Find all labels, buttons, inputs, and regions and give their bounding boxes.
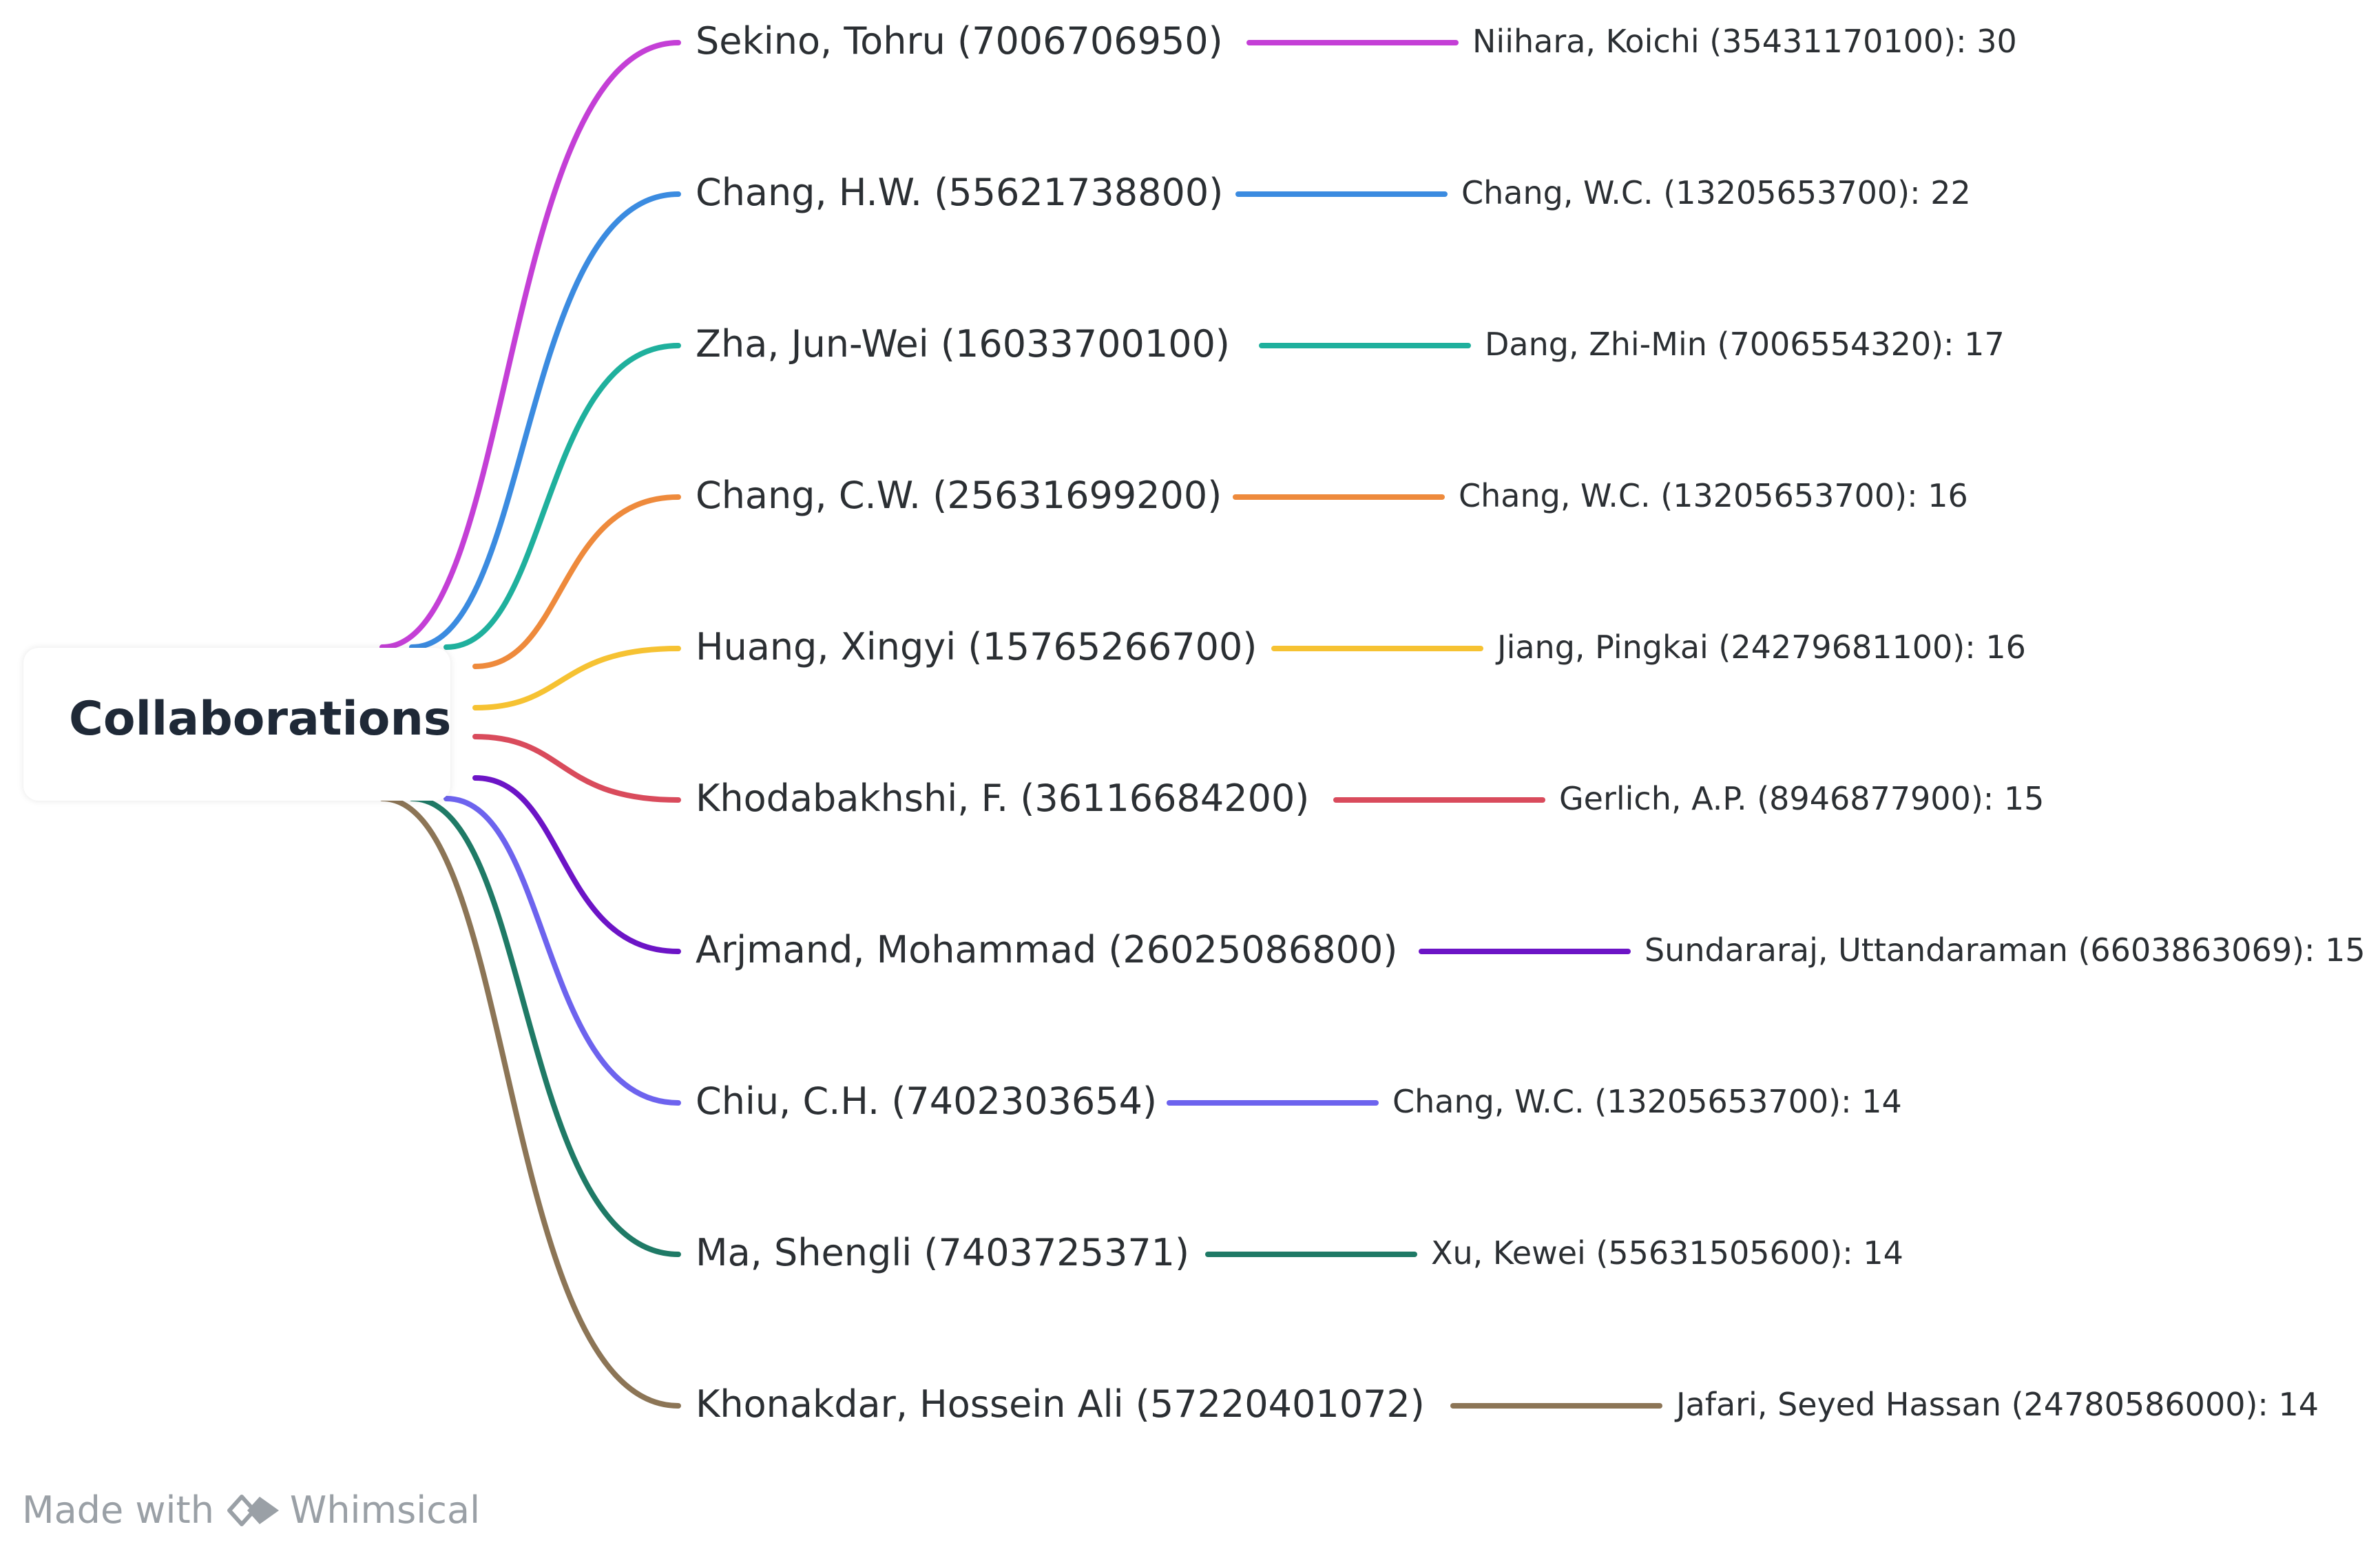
author-node-chiu-c-h[interactable]: Chiu, C.H. (7402303654)	[696, 1079, 1158, 1123]
author-node-khodabakhshi-f[interactable]: Khodabakhshi, F. (36116684200)	[696, 777, 1310, 820]
root-node[interactable]	[23, 648, 450, 801]
connector-curve-khodabakhshi-f	[472, 734, 681, 803]
author-node-chang-c-w[interactable]: Chang, C.W. (25631699200)	[696, 474, 1222, 517]
author-node-huang-xingyi[interactable]: Huang, Xingyi (15765266700)	[696, 625, 1257, 668]
collaborator-node-huang-xingyi[interactable]: Jiang, Pingkai (24279681100): 16	[1497, 629, 2026, 666]
footer-brand: Whimsical	[289, 1488, 481, 1532]
connector-curve-khonakdar-hossein-ali	[379, 796, 681, 1409]
collaborator-node-sekino-tohru[interactable]: Niihara, Koichi (35431170100): 30	[1472, 23, 2017, 60]
collaborator-node-khonakdar-hossein-ali[interactable]: Jafari, Seyed Hassan (24780586000): 14	[1676, 1386, 2319, 1423]
connector-curve-chiu-c-h	[443, 796, 681, 1106]
author-node-chang-h-w[interactable]: Chang, H.W. (55621738800)	[696, 171, 1224, 214]
connector-curve-zha-jun-wei	[443, 343, 681, 650]
connector-curve-chang-c-w	[472, 494, 681, 669]
connector-curve-chang-h-w	[409, 191, 681, 650]
collaborator-node-chang-c-w[interactable]: Chang, W.C. (13205653700): 16	[1459, 477, 1968, 514]
author-node-sekino-tohru[interactable]: Sekino, Tohru (7006706950)	[696, 19, 1223, 63]
collaborator-node-ma-shengli[interactable]: Xu, Kewei (55631505600): 14	[1431, 1234, 1903, 1272]
author-node-khonakdar-hossein-ali[interactable]: Khonakdar, Hossein Ali (57220401072)	[696, 1382, 1425, 1426]
collaborator-node-chang-h-w[interactable]: Chang, W.C. (13205653700): 22	[1461, 174, 1971, 211]
connector-curve-huang-xingyi	[472, 646, 681, 710]
connector-curve-sekino-tohru	[379, 40, 681, 650]
collaborator-node-zha-jun-wei[interactable]: Dang, Zhi-Min (7006554320): 17	[1485, 326, 2005, 363]
footer-watermark: Made with Whimsical	[22, 1488, 480, 1532]
whimsical-logo-icon	[227, 1494, 279, 1526]
collaborator-node-khodabakhshi-f[interactable]: Gerlich, A.P. (8946877900): 15	[1559, 780, 2045, 817]
author-node-arjmand-mohammad[interactable]: Arjmand, Mohammad (26025086800)	[696, 928, 1398, 971]
collaborator-node-chiu-c-h[interactable]: Chang, W.C. (13205653700): 14	[1392, 1083, 1902, 1120]
root-node-label: Collaborations	[69, 692, 452, 746]
connector-curve-arjmand-mohammad	[472, 775, 681, 954]
collaborator-node-arjmand-mohammad[interactable]: Sundararaj, Uttandaraman (6603863069): 1…	[1645, 931, 2366, 969]
connector-curve-ma-shengli	[409, 796, 681, 1257]
footer-made-with: Made with	[22, 1488, 214, 1532]
author-node-zha-jun-wei[interactable]: Zha, Jun-Wei (16033700100)	[696, 322, 1230, 366]
author-node-ma-shengli[interactable]: Ma, Shengli (7403725371)	[696, 1231, 1190, 1274]
